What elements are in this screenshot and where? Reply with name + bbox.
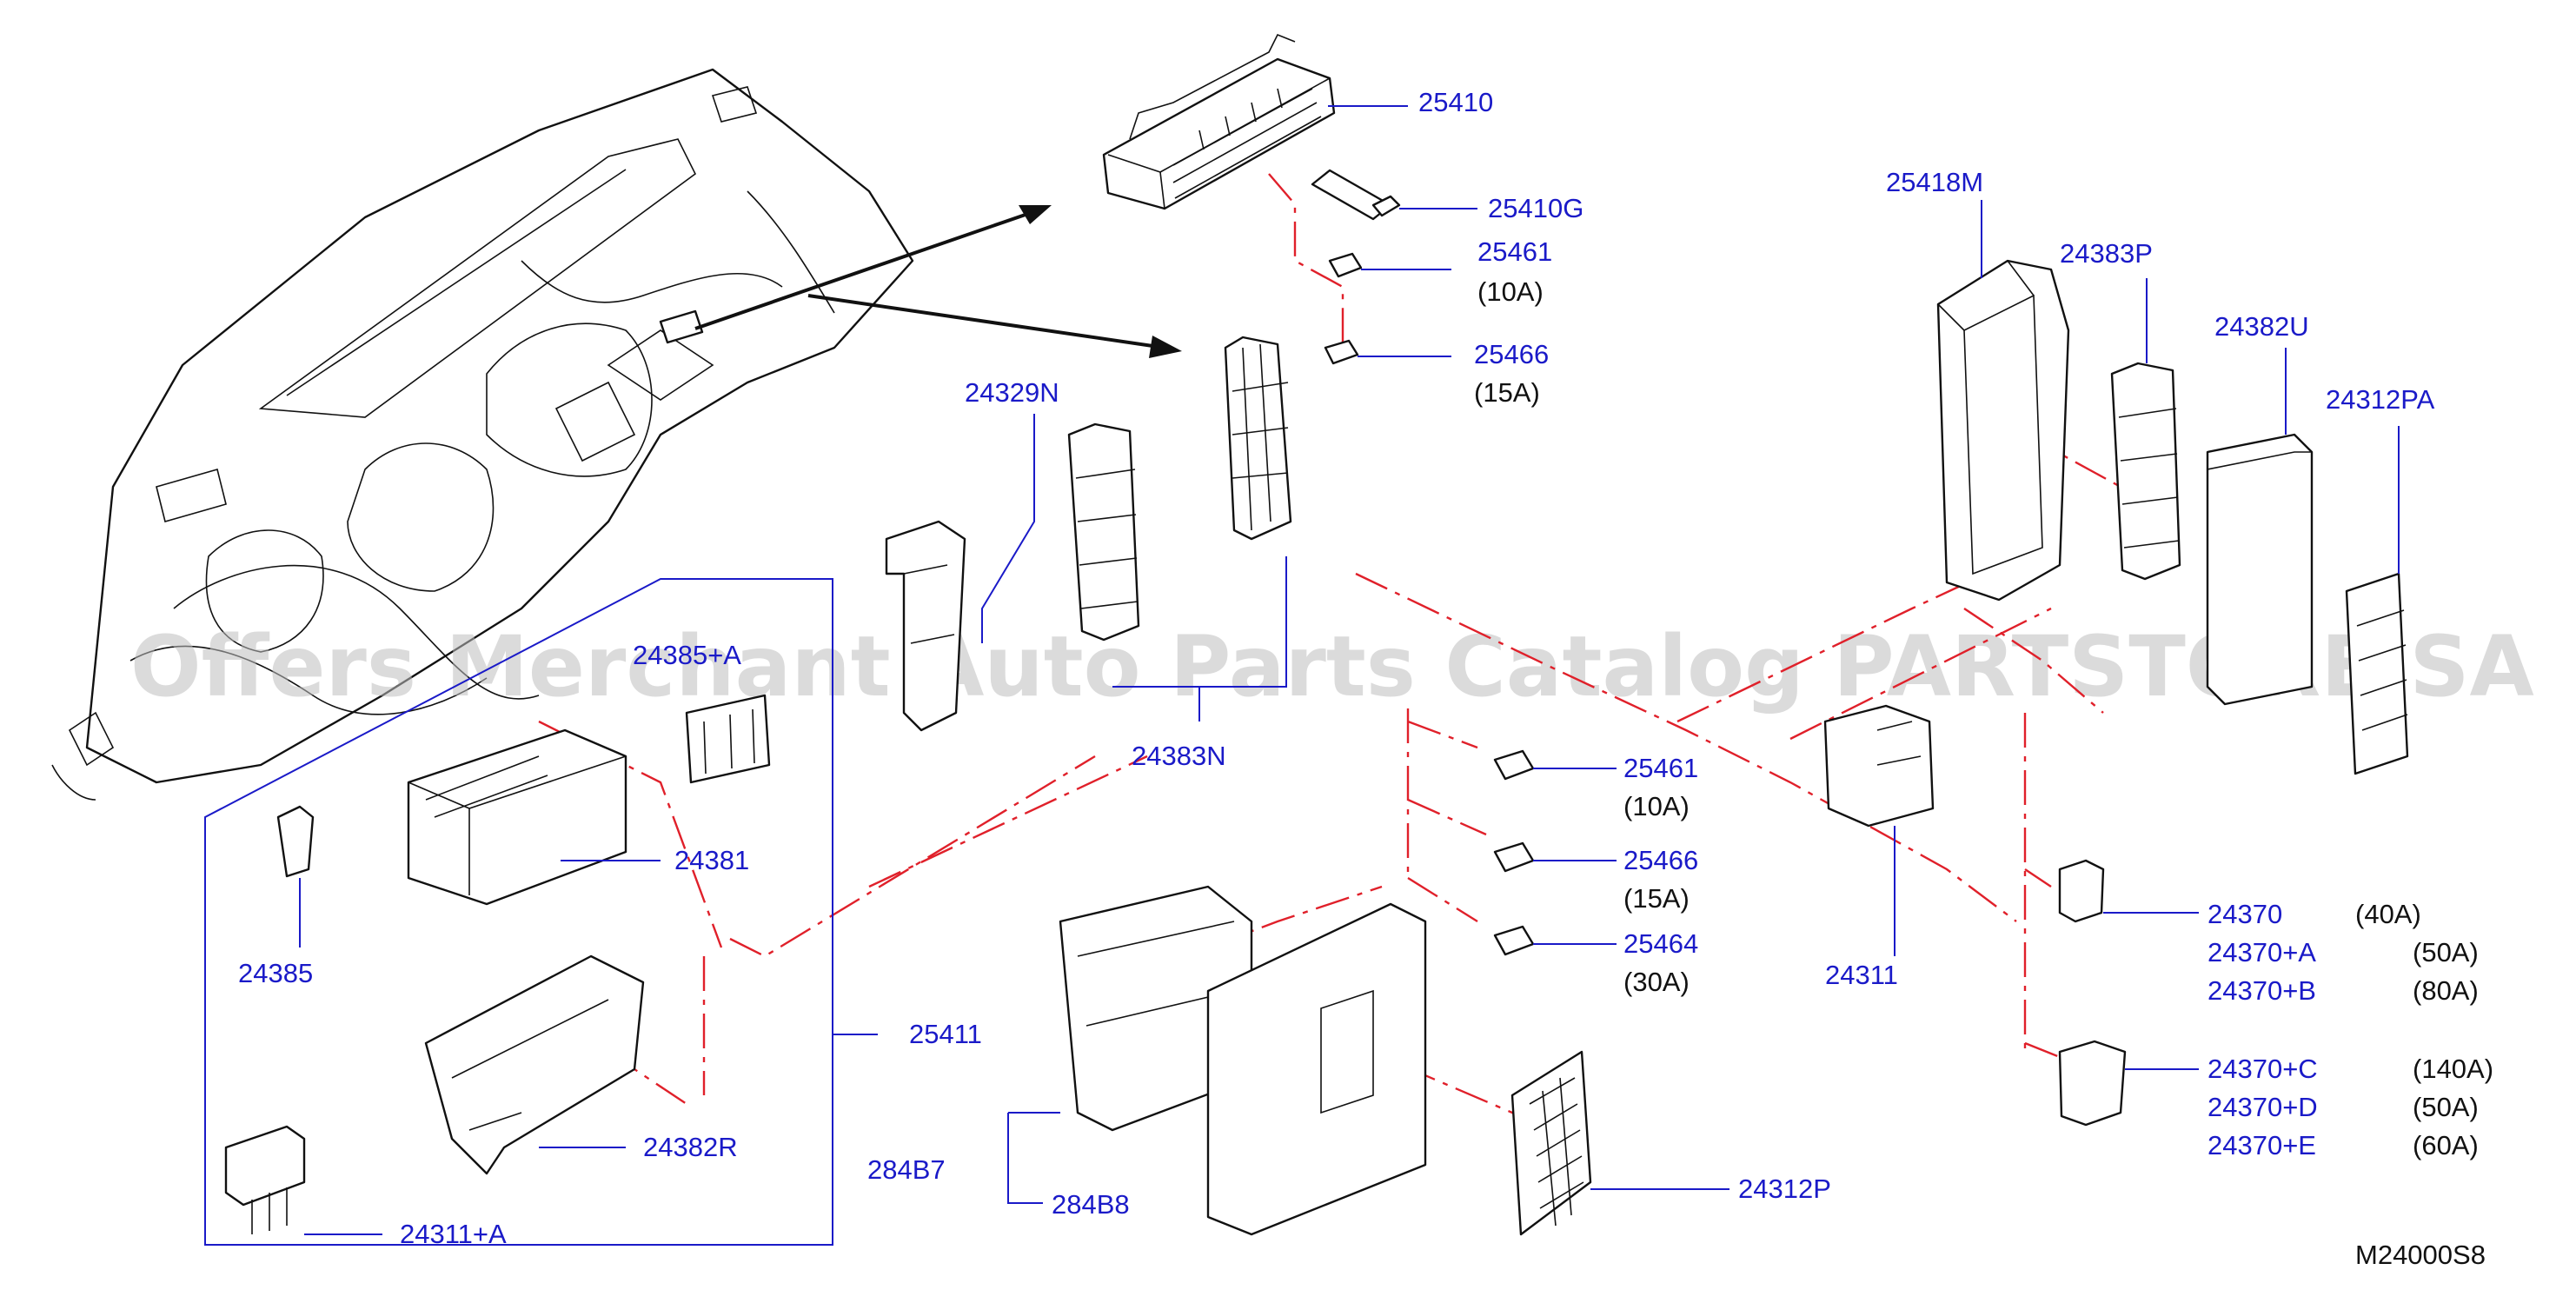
callout-24385A: 24385+A — [633, 640, 741, 670]
leader-lines — [299, 105, 2400, 1235]
clip-24385 — [276, 805, 315, 878]
callout-25410: 25410 — [1418, 87, 1493, 117]
callout-labels: 25410 25410G 25461 25466 25418M 24383P 2… — [238, 87, 2435, 1249]
rating-24370D: (50A) — [2413, 1092, 2479, 1122]
cover-24382U — [2206, 433, 2314, 706]
location-arrows — [694, 205, 1182, 358]
callout-24370C: 24370+C — [2208, 1054, 2318, 1084]
callout-25466-mid: 25466 — [1623, 845, 1698, 875]
watermark-text: Offers Merchant Auto Parts Catalog PARTS… — [130, 618, 2534, 715]
relay-24385A — [685, 694, 771, 784]
callout-24370E: 24370+E — [2208, 1130, 2316, 1160]
callout-284B7: 284B7 — [867, 1154, 946, 1185]
callout-25464: 25464 — [1623, 928, 1698, 959]
module-284B8 — [1206, 902, 1427, 1236]
callout-24382R: 24382R — [643, 1132, 738, 1162]
callout-25461-mid: 25461 — [1623, 753, 1698, 783]
callout-24381: 24381 — [674, 845, 749, 875]
callout-24329N: 24329N — [965, 377, 1059, 408]
callout-24383P: 24383P — [2060, 238, 2153, 269]
fuse-block-25410 — [1102, 33, 1336, 210]
relay-strip-24383 — [1224, 336, 1292, 541]
fuse-25464 — [1493, 925, 1535, 956]
rating-24370B: (80A) — [2413, 975, 2479, 1006]
callout-25461-top: 25461 — [1477, 236, 1552, 267]
callout-24311: 24311 — [1825, 960, 1898, 990]
rating-24370E: (60A) — [2413, 1130, 2479, 1160]
callout-24311A: 24311+A — [400, 1219, 507, 1249]
callout-24370D: 24370+D — [2208, 1092, 2318, 1122]
callout-24385: 24385 — [238, 958, 313, 988]
connector-24311 — [1823, 704, 1935, 828]
callout-25418M: 25418M — [1886, 167, 1983, 197]
connector-24311A — [224, 1125, 306, 1234]
rating-24370A: (50A) — [2413, 937, 2479, 968]
callout-284B8: 284B8 — [1052, 1189, 1130, 1220]
callout-25410G: 25410G — [1488, 193, 1583, 223]
fuse-25466-mid — [1493, 841, 1535, 873]
callout-24370B: 24370+B — [2208, 975, 2316, 1006]
relay-strip-24383P — [2110, 362, 2181, 581]
cover-24312P — [1510, 1050, 1592, 1236]
callout-24312PA: 24312PA — [2326, 384, 2435, 415]
fusible-link-24370 — [2058, 859, 2105, 923]
diagram-code: M24000S8 — [2355, 1240, 2486, 1270]
callout-25466-top: 25466 — [1474, 339, 1549, 369]
rating-25461-mid: (10A) — [1623, 791, 1690, 821]
cover-24312PA — [2345, 572, 2409, 775]
callout-24370A: 24370+A — [2208, 937, 2316, 968]
bracket-24329N — [885, 520, 966, 732]
rating-25464: (30A) — [1623, 967, 1690, 997]
rating-25466-top: (15A) — [1474, 377, 1540, 408]
rating-24370C: (140A) — [2413, 1054, 2493, 1084]
callout-25411: 25411 — [909, 1019, 982, 1049]
instrument-panel-illustration — [51, 68, 914, 801]
fuse-25461-mid — [1493, 749, 1535, 781]
fuse-puller-25410G — [1311, 169, 1401, 221]
relay-strip-24383N — [1067, 422, 1140, 642]
fuse-relay-block-24381 — [407, 728, 627, 906]
amp-ratings: (10A) (15A) (10A) (15A) (30A) (40A) (50A… — [1474, 276, 2493, 1160]
callout-24312P: 24312P — [1738, 1174, 1831, 1204]
rating-24370: (40A) — [2355, 899, 2421, 929]
fuse-25466-top — [1324, 339, 1359, 365]
fusible-link-24370C — [2058, 1040, 2127, 1127]
callout-24370: 24370 — [2208, 899, 2282, 929]
cover-24382R — [424, 954, 645, 1175]
assembly-group-25411 — [204, 578, 833, 1246]
callout-24382U: 24382U — [2214, 311, 2309, 342]
rating-25461-top: (10A) — [1477, 276, 1544, 307]
rating-25466-mid: (15A) — [1623, 883, 1690, 914]
callout-24383N: 24383N — [1132, 741, 1226, 771]
fuse-25461-top — [1328, 252, 1363, 278]
frame-25418M — [1936, 259, 2070, 602]
